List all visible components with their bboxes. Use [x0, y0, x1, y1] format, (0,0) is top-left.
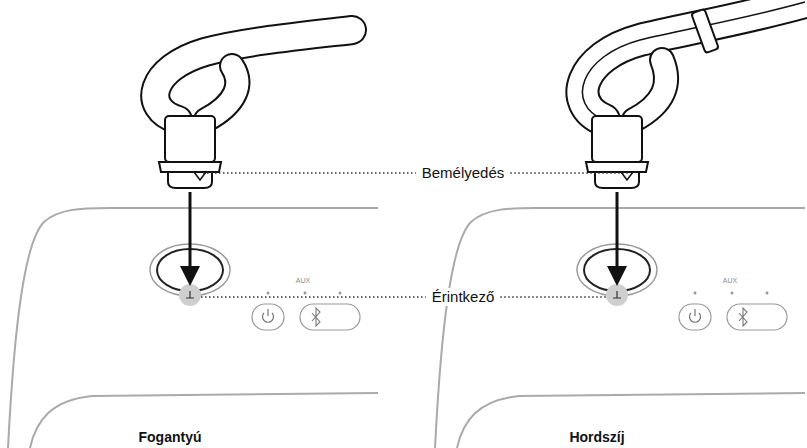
speaker-top [8, 192, 378, 448]
part-label: Bemélyedés [420, 164, 507, 182]
leader-line [500, 296, 606, 297]
port-label: AUX [294, 277, 312, 285]
caption-label: Fogantyú [137, 428, 204, 446]
handle [155, 30, 352, 188]
leader-line [510, 172, 628, 173]
port-label: AUX [721, 277, 739, 285]
speaker-top [435, 192, 805, 448]
part-label: Érintkező [430, 288, 497, 306]
caption-label: Hordszíj [567, 428, 626, 446]
leader-line [201, 296, 426, 297]
leader-line [203, 172, 416, 173]
strap [582, 2, 805, 188]
